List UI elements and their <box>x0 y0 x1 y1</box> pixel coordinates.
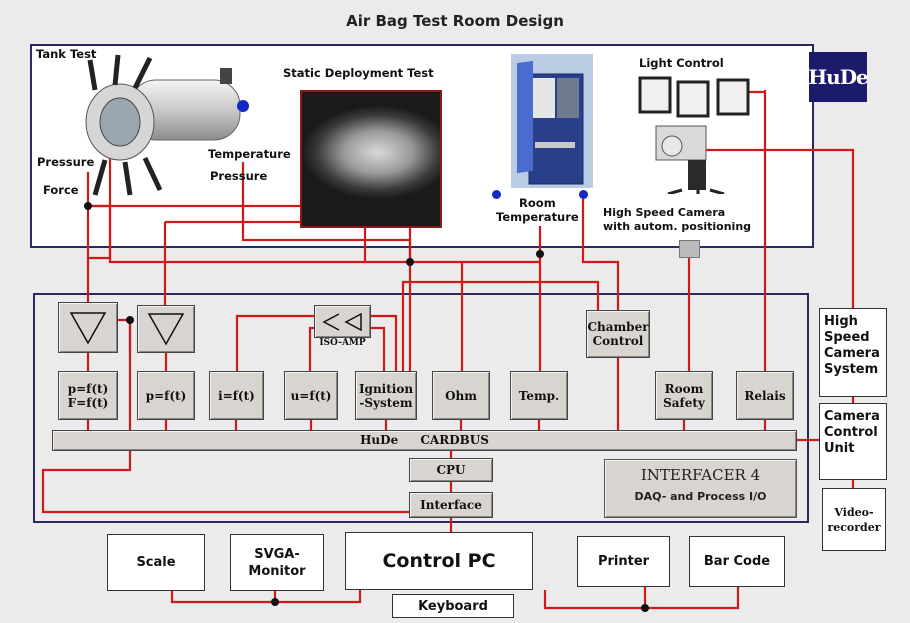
chamber-sensor-dot <box>579 190 588 199</box>
amplifier-triangle-icon <box>147 313 185 346</box>
control-pc: Control PC <box>345 532 533 590</box>
light-and-camera-image <box>638 74 770 196</box>
light-control-label: Light Control <box>639 56 724 70</box>
module-relais: Relais <box>736 371 794 420</box>
iso-amp-label: ISO-AMP <box>319 338 366 348</box>
diagram-title: Air Bag Test Room Design <box>346 12 564 30</box>
camera-positioning-unit <box>679 240 700 258</box>
wire-junction-dot <box>641 604 649 612</box>
static-deployment-label: Static Deployment Test <box>283 66 434 80</box>
interfacer-title: INTERFACER 4 <box>640 466 761 484</box>
module-ignition-system: Ignition -System <box>355 371 417 420</box>
camera-control-unit: Camera Control Unit <box>819 403 887 480</box>
force-label: Force <box>43 183 79 197</box>
tank-sensor-dot <box>237 100 249 112</box>
module-ohm: Ohm <box>432 371 490 420</box>
scale-device: Scale <box>107 534 205 591</box>
room-temperature-sensor-dot <box>492 190 501 199</box>
pressure-label-right: Pressure <box>210 169 268 183</box>
amplifier-triangle-icon <box>69 311 107 345</box>
module-current: i=f(t) <box>209 371 264 420</box>
amplifier-2 <box>137 305 195 353</box>
cpu-module: CPU <box>409 458 493 482</box>
pressure-label-left: Pressure <box>37 155 95 169</box>
high-speed-camera-label: High Speed Camera with autom. positionin… <box>603 206 752 233</box>
module-pressure: p=f(t) <box>137 371 195 420</box>
tank-test-label: Tank Test <box>36 47 97 61</box>
hude-cardbus: HuDe CARDBUS <box>52 430 797 451</box>
module-pressure-force: p=f(t) F=f(t) <box>58 371 118 420</box>
interface-module: Interface <box>409 492 493 518</box>
svga-monitor: SVGA- Monitor <box>230 534 324 591</box>
interfacer-subtitle: DAQ- and Process I/O <box>634 490 767 503</box>
static-deployment-photo <box>300 90 442 228</box>
amplifier-1 <box>58 302 118 353</box>
printer-device: Printer <box>577 536 670 587</box>
video-recorder: Video- recorder <box>822 488 886 551</box>
tank-test-apparatus-image <box>70 50 260 200</box>
climate-chamber-image <box>511 54 593 188</box>
module-room-safety: Room Safety <box>655 371 713 420</box>
module-temperature: Temp. <box>510 371 568 420</box>
module-voltage: u=f(t) <box>284 371 338 420</box>
wire-junction-dot <box>406 258 414 266</box>
iso-amp-module <box>314 305 371 338</box>
wire-junction-dot <box>271 598 279 606</box>
room-temperature-label: Room Temperature <box>496 196 579 224</box>
hude-logo: HuDe <box>808 52 869 102</box>
temperature-label: Temperature <box>208 147 291 161</box>
bar-code-device: Bar Code <box>689 536 785 587</box>
interfacer-4-panel: INTERFACER 4 DAQ- and Process I/O <box>604 459 797 518</box>
wire-junction-dot <box>536 250 544 258</box>
keyboard-device: Keyboard <box>392 594 514 618</box>
high-speed-camera-system: High Speed Camera System <box>819 308 887 397</box>
iso-amp-symbol-icon <box>321 312 362 331</box>
module-chamber-control: Chamber Control <box>586 310 650 358</box>
